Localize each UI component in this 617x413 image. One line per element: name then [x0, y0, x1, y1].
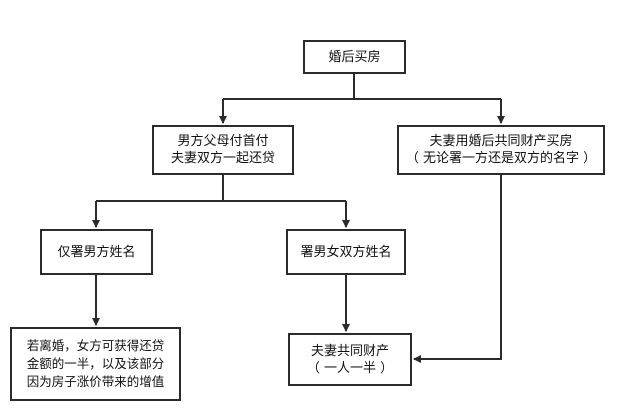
node-label-line: 若离婚，女方可获得还贷	[26, 338, 165, 353]
node-label-line: 金额的一半，以及该部分	[26, 356, 165, 371]
node-buy-house-after-marriage: 婚后买房	[303, 40, 406, 74]
node-label: 仅署男方姓名	[57, 244, 136, 260]
node-joint-property-purchase: 夫妻用婚后共同财产买房 （ 无论署一方还是双方的名字 ）	[397, 125, 605, 175]
node-label-line: 因为房子涨价带来的增值	[26, 374, 165, 389]
node-parents-down-payment: 男方父母付首付 夫妻双方一起还贷	[152, 125, 294, 175]
node-joint-property: 夫妻共同财产 （ 一人一半 ）	[288, 333, 412, 386]
node-label-line: 夫妻双方一起还贷	[170, 151, 275, 166]
node-label: 婚后买房	[328, 49, 381, 65]
node-label: 署男女双方姓名	[300, 244, 392, 260]
node-label-line: （ 无论署一方还是双方的名字 ）	[405, 151, 597, 166]
node-both-names: 署男女双方姓名	[286, 229, 406, 275]
node-male-name-only: 仅署男方姓名	[40, 229, 153, 275]
node-divorce-outcome: 若离婚，女方可获得还贷 金额的一半，以及该部分 因为房子涨价带来的增值	[10, 327, 181, 401]
arrow-right-to-joint	[413, 175, 502, 363]
node-label-line: （ 一人一半 ）	[306, 360, 394, 376]
node-label-line: 夫妻共同财产	[310, 343, 389, 359]
node-label-line: 夫妻用婚后共同财产买房	[429, 134, 573, 149]
node-label-line: 男方父母付首付	[177, 134, 269, 149]
